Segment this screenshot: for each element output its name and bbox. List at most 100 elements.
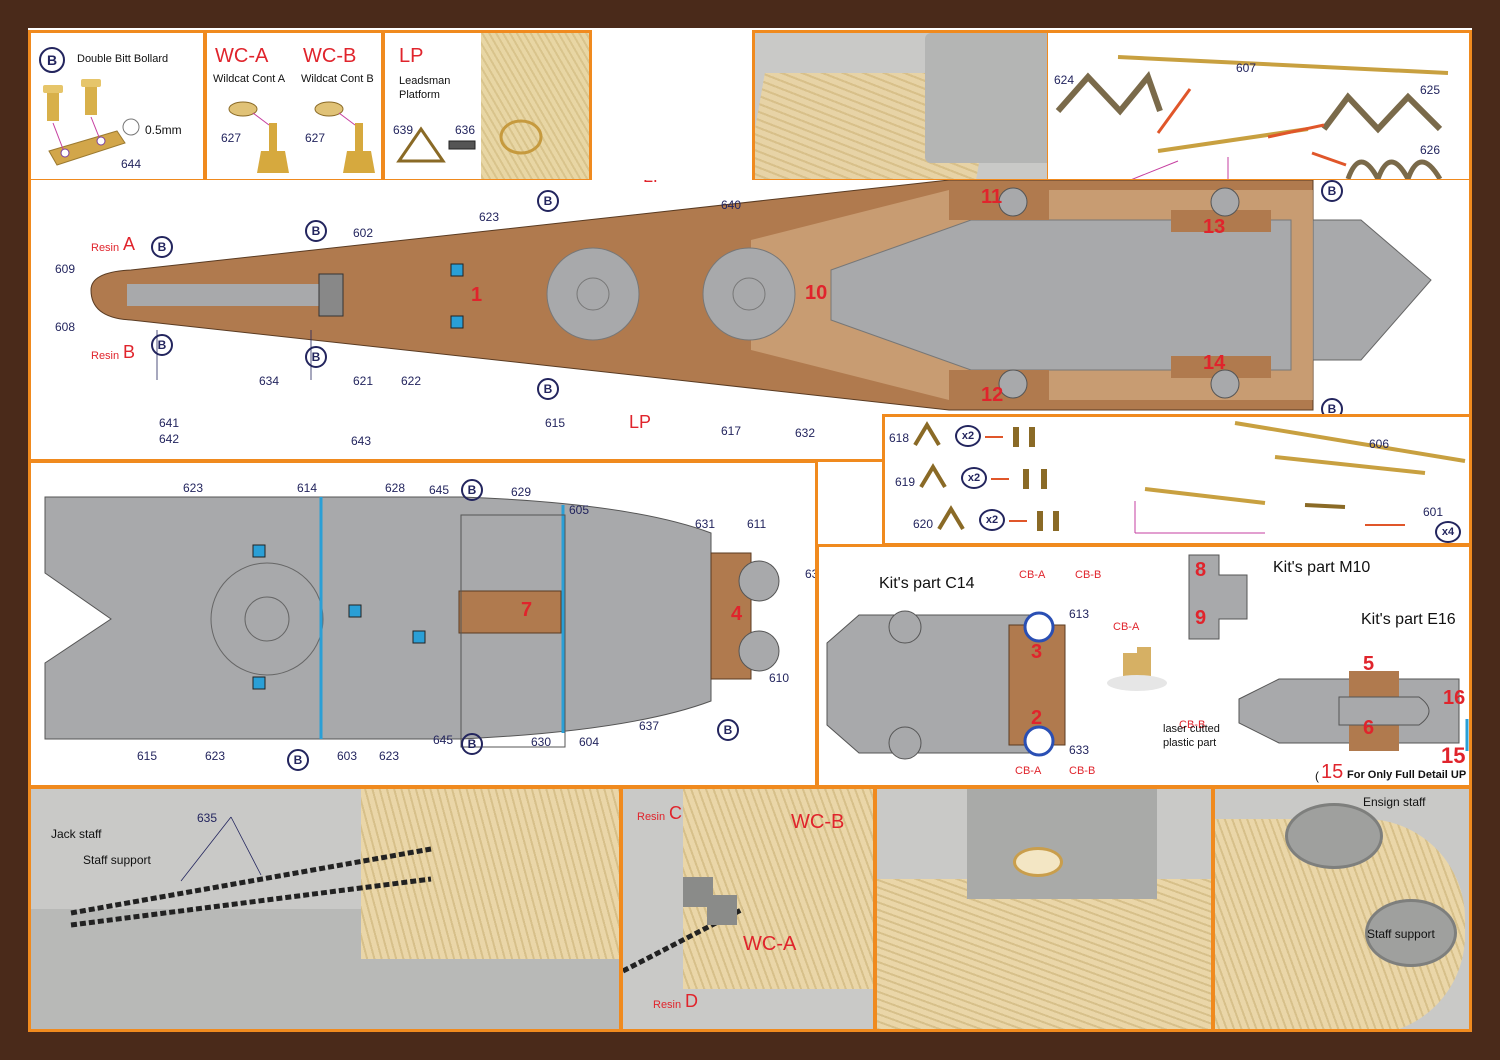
resin-b-label: Resin	[91, 350, 120, 362]
b-symbol-bow-6: B	[537, 378, 559, 400]
resin-c-letter: C	[669, 803, 682, 823]
part-610: 610	[769, 671, 790, 685]
footnote-text: For Only Full Detail UP Set)	[1347, 769, 1469, 781]
step-3: 3	[1031, 641, 1043, 663]
part-614-b: 614	[297, 481, 318, 495]
step-1: 1	[471, 284, 483, 306]
part-641: 641	[159, 416, 180, 430]
resin-d-label: Resin	[653, 999, 682, 1011]
resin-b-letter: B	[123, 342, 136, 362]
photo-wca-label: WC-A	[743, 933, 797, 955]
cba-label-3: CB-A	[1015, 765, 1042, 777]
part-631: 631	[695, 517, 716, 531]
part-613: 613	[1069, 607, 1090, 621]
laser-note-2: plastic part	[1163, 737, 1217, 749]
kit-c14-title: Kit's part C14	[879, 575, 975, 592]
part-626: 626	[1420, 143, 1441, 157]
stern-deck-panel: 623 614 628 645 629 605 631 611 638 615 …	[28, 460, 818, 788]
part-617: 617	[721, 424, 742, 438]
railings-drawing	[913, 421, 1466, 534]
parts-607-626-drawing	[1055, 55, 1449, 179]
part-623-b: 623	[205, 749, 226, 763]
resin-a-letter: A	[123, 234, 136, 254]
photo-super-disc	[1013, 847, 1063, 877]
part-633: 633	[1069, 743, 1090, 757]
photo-bow-deck	[361, 789, 619, 959]
kit-m10-title: Kit's part M10	[1273, 559, 1371, 576]
step-6: 6	[1363, 717, 1375, 739]
count-x2-b: x2	[961, 467, 987, 489]
part-627-a: 627	[221, 131, 242, 145]
bollard-drawing	[43, 79, 140, 166]
part-634: 634	[259, 374, 280, 388]
part-644: 644	[121, 157, 142, 171]
step-2: 2	[1031, 707, 1043, 729]
part-605: 605	[569, 503, 590, 517]
staff-support-2-caption: Staff support	[1367, 927, 1435, 941]
part-636: 636	[455, 123, 476, 137]
lp-name-2: Platform	[399, 89, 440, 101]
step-10: 10	[805, 282, 828, 304]
b-symbol-stern-1: B	[461, 479, 483, 501]
wca-label: WC-A	[215, 45, 269, 67]
top-photo-panel	[752, 30, 1050, 182]
bollard-title: Double Bitt Bollard	[77, 53, 169, 65]
part-640: 640	[721, 198, 742, 212]
lp-photo	[481, 33, 589, 179]
part-630: 630	[531, 735, 552, 749]
step-13: 13	[1203, 216, 1226, 238]
step-16: 16	[1443, 687, 1466, 709]
part-606: 606	[1369, 437, 1390, 451]
part-602: 602	[353, 226, 374, 240]
part-609: 609	[55, 262, 76, 276]
part-645-b: 645	[433, 733, 454, 747]
cba-label-2: CB-A	[1113, 621, 1140, 633]
b-symbol-bow-5: B	[537, 190, 559, 212]
part-623-a: 623	[183, 481, 204, 495]
part-607: 607	[1236, 61, 1257, 75]
part-629: 629	[511, 485, 532, 499]
lp-name-1: Leadsman	[399, 75, 451, 87]
stern-deck-drawing	[44, 496, 780, 748]
resin-c-label: Resin	[637, 811, 666, 823]
part-642: 642	[159, 432, 180, 446]
lp-top-label: LP	[643, 180, 665, 187]
cbb-label-1: CB-B	[1075, 569, 1102, 581]
wca-name: Wildcat Cont A	[213, 73, 286, 85]
footnote-open: (	[1315, 769, 1319, 783]
cba-label-1: CB-A	[1019, 569, 1046, 581]
part-637: 637	[639, 719, 660, 733]
part-628: 628	[385, 481, 406, 495]
wcb-name: Wildcat Cont B	[301, 73, 374, 85]
count-x2-c: x2	[979, 509, 1005, 531]
chain-drawing	[70, 816, 432, 928]
b-symbol-stern-3: B	[461, 733, 483, 755]
part-643: 643	[351, 434, 372, 448]
b-symbol: B	[39, 47, 65, 73]
b-symbol-stern-4: B	[717, 719, 739, 741]
step-11: 11	[981, 186, 1003, 208]
part-638: 638	[805, 567, 818, 581]
step-7: 7	[521, 599, 533, 621]
b-symbol-bow-2: B	[151, 334, 173, 356]
photo-wildcat-deck	[683, 789, 873, 989]
part-625: 625	[1420, 83, 1441, 97]
ensign-staff-caption: Ensign staff	[1363, 795, 1426, 809]
part-621: 621	[353, 374, 374, 388]
count-x2-a: x2	[955, 425, 981, 447]
part-619: 619	[895, 475, 916, 489]
leadsman-legend-panel: LP Leadsman Platform 639 636	[382, 30, 592, 182]
part-623-c: 623	[379, 749, 400, 763]
lp-drawing	[396, 119, 543, 163]
step-4: 4	[731, 603, 743, 625]
part-603: 603	[337, 749, 358, 763]
railings-panel: 618 619 620 606 601 x2 x2 x2 x4	[882, 414, 1472, 546]
part-620: 620	[913, 517, 934, 531]
photo-wildcat: Resin C Resin D WC-B WC-A	[620, 786, 876, 1032]
resin-d-letter: D	[685, 991, 698, 1011]
photo-stern: Ensign staff Staff support	[1212, 786, 1472, 1032]
step-15: 15	[1441, 743, 1466, 768]
part-645-a: 645	[429, 483, 450, 497]
b-symbol-bow-3: B	[305, 220, 327, 242]
part-615: 615	[545, 416, 566, 430]
